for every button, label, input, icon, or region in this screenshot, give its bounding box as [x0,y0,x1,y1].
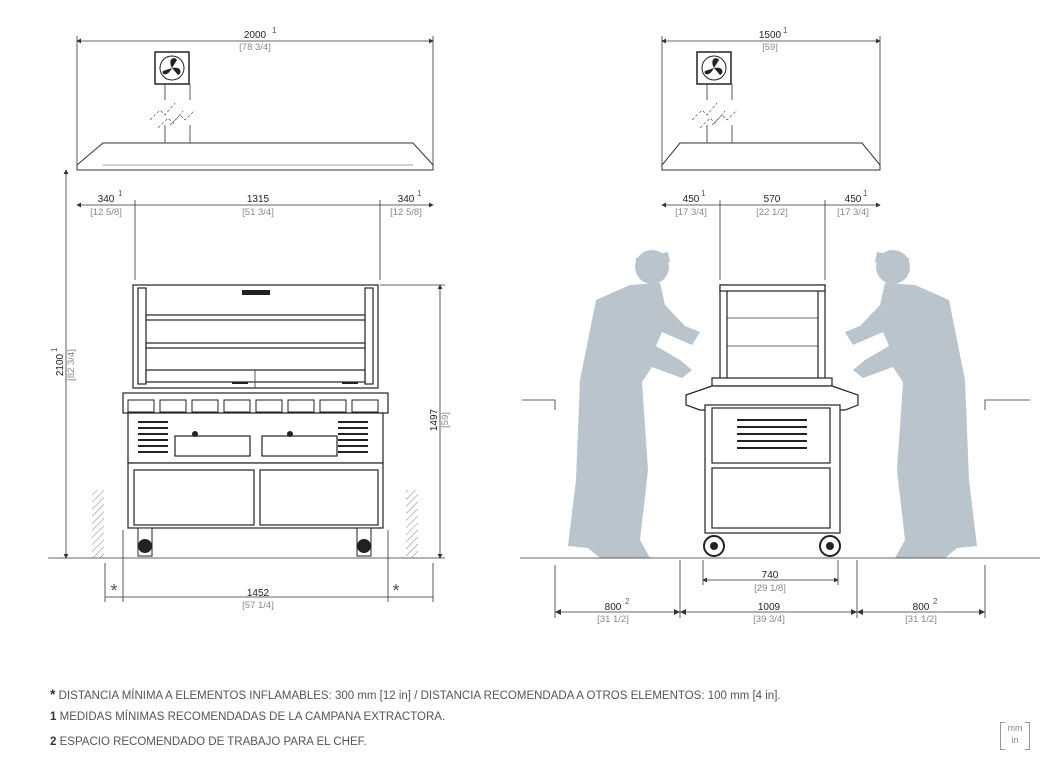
hood-height-label: 2100 [55,353,66,376]
hood-width-inch: [59] [762,42,778,53]
depth-inch: [39 3/4] [753,614,785,625]
units-legend: mm in [1000,722,1030,750]
counters [522,399,1030,410]
dim-center-inch: [51 3/4] [242,207,274,218]
chef-space-left-label: 800 [605,602,622,613]
side-view: 1500 1 [59] 450 1 [17 3/4] 570 [22 1/2] … [520,26,1040,625]
note-ref: 1 [272,26,277,35]
chef-space-right-inch: [31 1/2] [905,614,937,625]
unit-height-inch: [59] [440,412,451,428]
chef-silhouette-left [568,250,700,558]
units-mm: mm [1007,723,1023,733]
dim-right-label: 450 [845,194,862,205]
base-width-label: 1452 [247,588,270,599]
footnote-mark: 2 [50,736,57,748]
dim-right-inch: [12 5/8] [390,207,422,218]
footnote-chef-space: 2 ESPACIO RECOMENDADO DE TRABAJO PARA EL… [50,736,367,748]
note-ref: 2 [933,597,938,606]
extractor-fan-icon [154,51,190,85]
chef-space-left-inch: [31 1/2] [597,614,629,625]
wall-right [406,490,418,558]
note-ref: 1 [701,189,706,198]
dim-left-label: 450 [683,194,700,205]
footnote-text: ESPACIO RECOMENDADO DE TRABAJO PARA EL C… [59,736,367,748]
hood-width-label: 2000 [244,30,267,41]
footnote-mark: * [50,686,56,702]
note-ref: 1 [417,189,422,198]
dim-right-label: 340 [398,194,415,205]
note-ref: 1 [118,189,123,198]
hood-height-inch: [82 3/4] [66,349,77,381]
note-ref: 1 [863,189,868,198]
footnote-mark: 1 [50,711,57,723]
hood-width-inch-label: [78 3/4] [239,42,271,53]
base-width-inch: [57 1/4] [242,600,274,611]
extractor-fan-icon [696,51,732,85]
dim-left-inch: [12 5/8] [90,207,122,218]
dim-left-label: 340 [98,194,115,205]
note-ref: 1 [783,26,788,35]
wheel-base-inch: [29 1/8] [754,583,786,594]
footnote-text: MEDIDAS MÍNIMAS RECOMENDADAS DE LA CAMPA… [59,711,446,723]
dim-right-inch: [17 3/4] [837,207,869,218]
dim-center-label: 570 [764,194,781,205]
vent-grille [138,421,368,453]
display-cabinet-side [685,284,859,557]
footnote-clearance: * DISTANCIA MÍNIMA A ELEMENTOS INFLAMABL… [50,686,781,702]
dim-left-inch: [17 3/4] [675,207,707,218]
unit-height-label: 1497 [429,408,440,431]
extraction-hood [76,142,434,171]
depth-label: 1009 [758,602,781,613]
dim-center-inch: [22 1/2] [756,207,788,218]
hood-width-label: 1500 [759,30,782,41]
extraction-hood [661,142,881,171]
wall-left [92,490,104,558]
chef-space-right-label: 800 [913,602,930,613]
wheel-base-label: 740 [762,570,779,581]
clearance-mark-right: * [392,581,399,601]
note-ref: 1 [50,347,59,352]
front-view: 2000 1 [78 3/4] 340 1 [12 5/8] 1315 [51 … [48,26,451,611]
chef-silhouette-right [845,250,977,558]
footnote-hood: 1 MEDIDAS MÍNIMAS RECOMENDADAS DE LA CAM… [50,711,445,723]
note-ref: 2 [625,597,630,606]
display-cabinet-front [122,284,389,557]
footnote-text: DISTANCIA MÍNIMA A ELEMENTOS INFLAMABLES… [58,690,781,702]
clearance-mark-left: * [110,581,117,601]
units-in: in [1011,735,1019,745]
dim-center-label: 1315 [247,194,270,205]
